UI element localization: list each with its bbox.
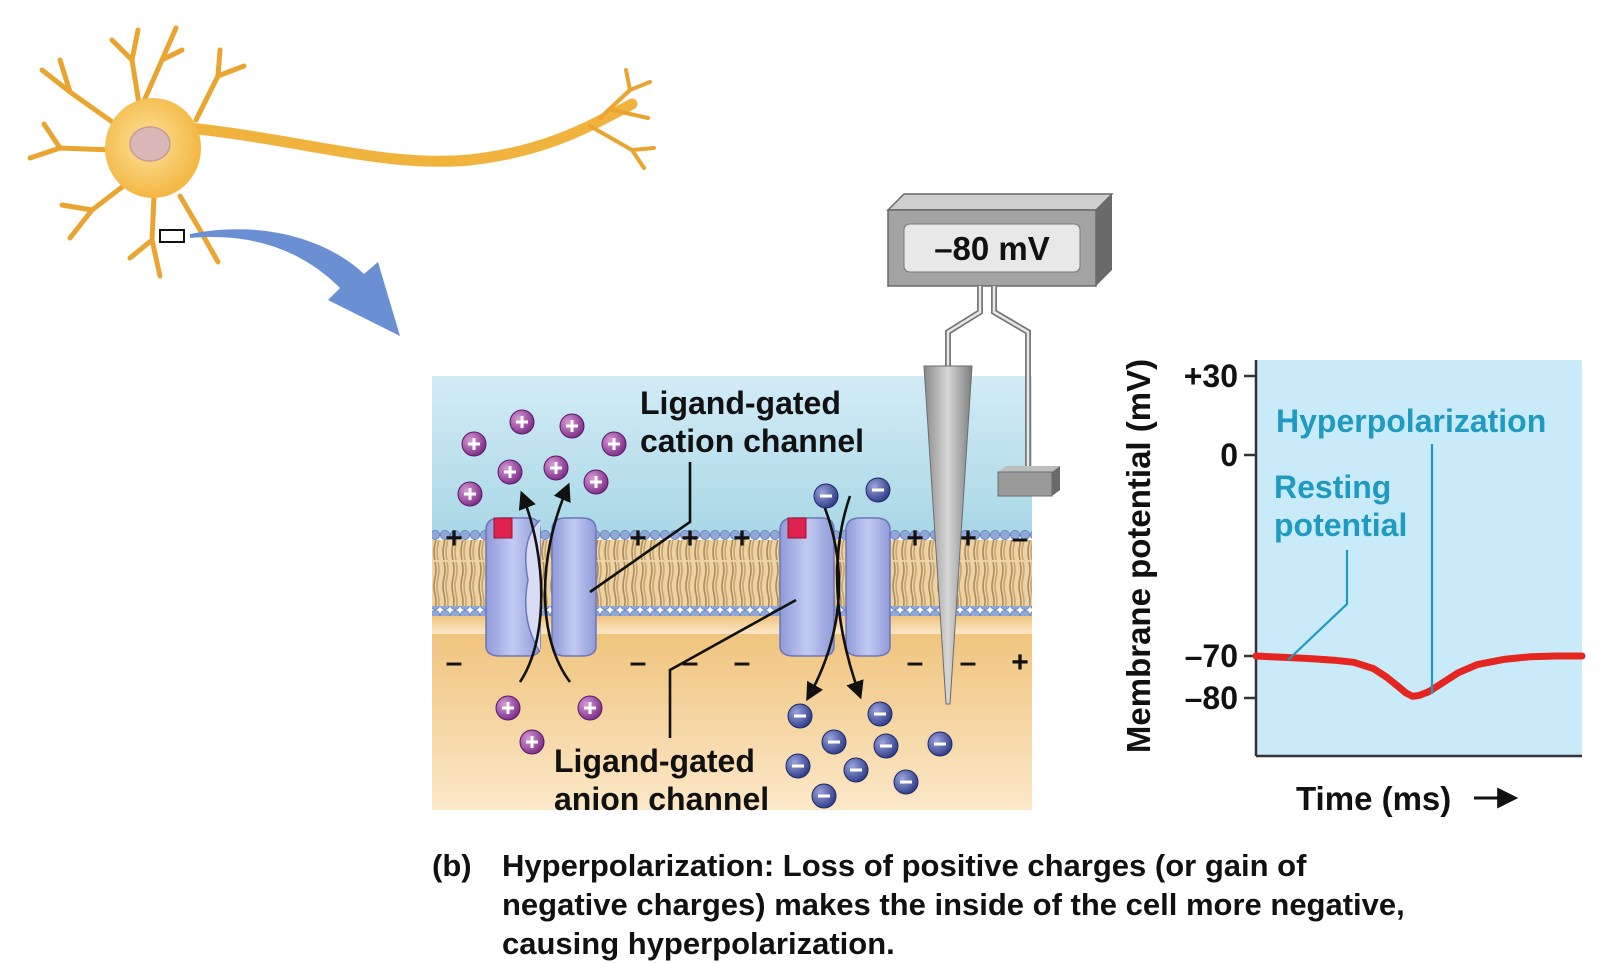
y-axis-ticks: +30 0 –70 –80 [1184,358,1256,716]
hyperpolarization-annotation: Hyperpolarization [1276,403,1546,439]
cation-channel-protein [485,517,597,657]
voltmeter: –80 mV [886,193,1114,287]
charge-sign: + [445,522,463,555]
cation-ion [583,469,609,495]
cation-ion [457,481,483,507]
charge-sign: + [1011,646,1029,679]
charge-sign: + [681,522,699,555]
membrane-panel: Ligand-gated cation channel Ligand-gated… [432,376,1032,817]
charge-sign: + [959,522,977,555]
caption-line-1: Loss of positive charges (or gain of [782,848,1307,883]
anion-ion [821,729,847,755]
caption-line-3: causing hyperpolarization. [502,926,895,961]
cation-ion [601,431,627,457]
cation-ion [461,431,487,457]
charge-sign: + [733,522,751,555]
voltmeter-reading: –80 mV [934,230,1050,267]
caption-line-2: negative charges) makes the inside of th… [502,887,1405,922]
anion-ion [787,703,813,729]
cation-ion [577,695,603,721]
reference-electrode [997,466,1060,497]
cation-ions [457,409,627,755]
membrane-potential-graph: +30 0 –70 –80 Membrane potential (mV) Time … [1120,358,1586,817]
membrane-potential-trace [1252,652,1586,700]
charge-sign: – [960,646,977,679]
resting-potential-annotation: Resting potential [1274,469,1407,543]
charge-sign: – [446,646,463,679]
intracellular-charge-signs: – – – – – – + [446,646,1029,679]
y-axis-label: Membrane potential (mV) [1120,359,1157,753]
ligand-binding-site [787,517,807,539]
zoom-arrow [190,229,400,336]
caption-panel-letter: (b) [432,848,472,883]
electrode-wires-core [946,286,1030,472]
charge-sign: – [630,646,647,679]
caption-body: Hyperpolarization: Loss of positive char… [502,846,1552,963]
anion-ion [927,731,953,757]
anion-ion [843,757,869,783]
charge-sign: – [1012,522,1029,555]
zoom-region-marker [159,229,185,243]
cation-ion [543,455,569,481]
ligand-binding-site [493,517,513,539]
cation-ion [519,729,545,755]
neuron-illustration [27,25,656,279]
anion-ion [813,483,839,509]
y-tick-label: –80 [1185,680,1238,716]
graph-plot-area [1256,360,1582,756]
anion-flux-arrows [806,495,864,702]
lipid-heads-top [432,530,1032,540]
extracellular-charge-signs: + + + + + + – [445,522,1028,555]
y-tick-label: +30 [1184,358,1238,394]
y-tick-label: –70 [1185,638,1238,674]
cation-ion [559,413,585,439]
recording-microelectrode [923,365,973,705]
resting-annotation-line [1287,550,1349,661]
cation-ion [509,409,535,435]
cytoplasm [432,634,1032,810]
charge-sign: – [682,646,699,679]
charge-sign: – [907,646,924,679]
x-axis-label-text: Time (ms) [1296,780,1451,817]
charge-sign: – [734,646,751,679]
anion-channel-label: Ligand-gated anion channel [554,743,769,817]
cation-ion [495,695,521,721]
anion-channel-protein [779,517,891,657]
cation-flux-arrows [518,482,572,683]
anion-ion [873,733,899,759]
cation-ion [497,459,523,485]
anion-ion [867,701,893,727]
anion-ions [785,477,953,809]
charge-sign: + [629,522,647,555]
anion-ion [893,769,919,795]
lipid-heads-bottom [432,606,1032,616]
anion-ion [811,783,837,809]
x-axis-label: Time (ms) [1296,780,1519,817]
cation-channel-label: Ligand-gated cation channel [640,385,864,459]
anion-ion [865,477,891,503]
charge-sign: + [906,522,924,555]
caption-heading: Hyperpolarization: [502,848,775,883]
anion-ion [785,753,811,779]
y-tick-label: 0 [1220,437,1238,473]
